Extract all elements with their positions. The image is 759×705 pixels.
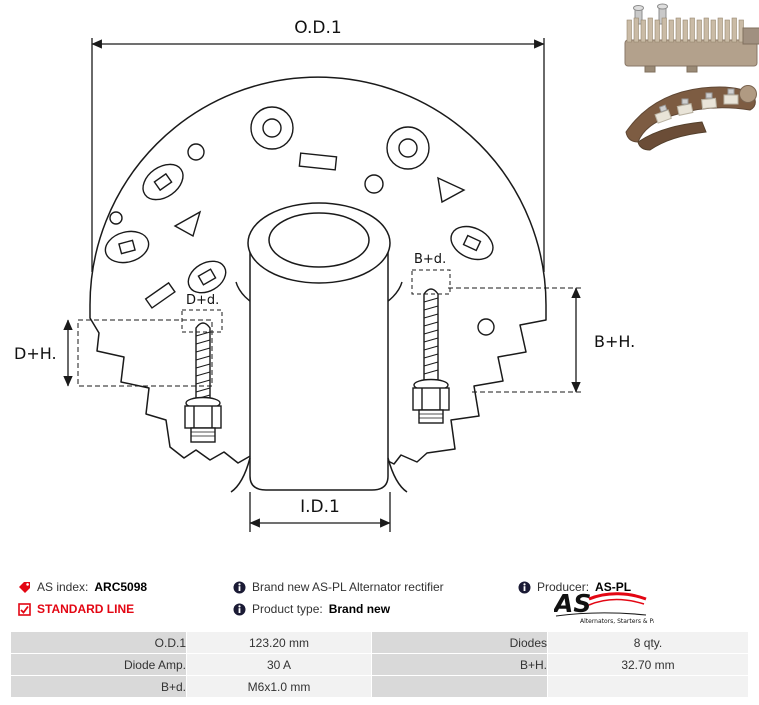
spec-label-cell: Diodes [372, 632, 547, 653]
spec-label-cell [372, 676, 547, 697]
dimension-bplush [448, 287, 584, 393]
standard-line-badge: STANDARD LINE [37, 602, 135, 616]
product-photo-bottom [625, 85, 757, 151]
table-row: B+d. M6x1.0 mm [11, 676, 748, 697]
technical-drawing: O.D.1 I.D.1 D+H. B+H. D+d. B+d. [14, 3, 759, 532]
label-id1: I.D.1 [300, 497, 340, 517]
spec-label-cell: Diode Amp. [11, 654, 186, 675]
dimension-dplush [63, 319, 213, 387]
callout-bplusd-box [411, 269, 451, 295]
meta-col-producer: Producer: AS-PL AS Alternators, Starters… [518, 576, 665, 625]
product-photo-top [624, 3, 759, 73]
label-dplush: D+H. [14, 344, 57, 363]
table-row: Diode Amp. 30 A B+H. 32.70 mm [11, 654, 748, 675]
label-od1: O.D.1 [294, 18, 341, 38]
spec-value-cell [548, 676, 748, 697]
spec-value-cell: 30 A [187, 654, 371, 675]
dimension-id1 [249, 492, 391, 532]
producer-value: AS-PL [595, 580, 632, 594]
plate-details [104, 106, 495, 336]
right-stud [412, 288, 450, 424]
as-index-value: ARC5098 [94, 580, 148, 594]
info-icon [518, 581, 531, 594]
as-index-label: AS index: [37, 580, 89, 594]
spec-label-cell: O.D.1 [11, 632, 186, 653]
label-dplusd: D+d. [186, 293, 219, 308]
label-bplusd: B+d. [414, 252, 446, 267]
tag-icon [18, 581, 31, 594]
aspl-logo: AS Alternators, Starters & Parts [552, 589, 665, 628]
spec-value-cell: 123.20 mm [187, 632, 371, 653]
spec-value-cell: 32.70 mm [548, 654, 748, 675]
producer-label: Producer: [537, 580, 590, 594]
product-type-label: Product type: [252, 602, 323, 616]
aspl-logo-subtext: Alternators, Starters & Parts [580, 618, 654, 625]
checkbox-icon [18, 602, 31, 616]
spec-value-cell: 8 qty. [548, 632, 748, 653]
meta-col-description: Brand new AS-PL Alternator rectifier Pro… [233, 576, 444, 620]
meta-bar: AS index: ARC5098 STANDARD LINE Brand ne… [0, 576, 759, 626]
product-description: Brand new AS-PL Alternator rectifier [252, 580, 444, 594]
left-stud [184, 322, 222, 443]
center-boss [230, 202, 408, 493]
callout-dplusd-box [181, 309, 223, 333]
meta-col-index: AS index: ARC5098 STANDARD LINE [18, 576, 147, 620]
label-bplush: B+H. [594, 332, 635, 351]
table-row: O.D.1 123.20 mm Diodes 8 qty. [11, 632, 748, 653]
spec-label-cell: B+d. [11, 676, 186, 697]
spec-label-cell: B+H. [372, 654, 547, 675]
info-icon [233, 581, 246, 594]
spec-value-cell: M6x1.0 mm [187, 676, 371, 697]
dimension-od1 [91, 38, 545, 272]
info-icon [233, 603, 246, 616]
specs-table: O.D.1 123.20 mm Diodes 8 qty. Diode Amp.… [10, 631, 749, 698]
product-type-value: Brand new [328, 602, 391, 616]
